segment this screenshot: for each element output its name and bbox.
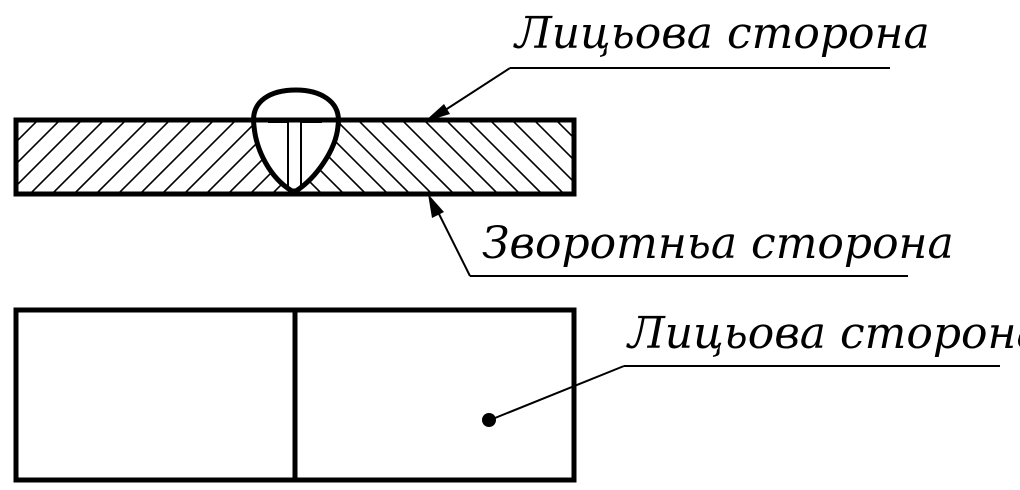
hatch-line	[335, 120, 411, 194]
hatch-line	[139, 120, 215, 194]
weld-bead	[251, 87, 341, 194]
hatch-line	[379, 120, 455, 194]
face-side-arrowhead	[424, 104, 450, 122]
hatch-line	[357, 120, 433, 194]
hatch-line	[51, 120, 127, 194]
reverse-side-leader	[428, 194, 908, 277]
hatch-line	[423, 120, 499, 194]
hatch-line	[73, 120, 149, 194]
hatch-line	[445, 120, 521, 194]
reverse-side-label: Зворотньа сторона	[482, 218, 954, 269]
hatch-line	[95, 120, 171, 194]
leader-dot	[482, 413, 496, 427]
weld-plan-view	[13, 307, 577, 483]
reverse-side-arrowhead	[428, 194, 444, 218]
left-plate-hatching	[16, 120, 284, 194]
hatch-line	[16, 120, 61, 166]
hatch-line	[16, 120, 39, 144]
face-side-leader	[424, 67, 890, 122]
hatch-line	[467, 120, 543, 194]
hatch-line	[555, 120, 574, 140]
hatch-line	[249, 158, 284, 194]
face-side-label-top: Лицьова сторона	[513, 8, 930, 59]
hatch-line	[16, 120, 83, 188]
weld-cross-section	[13, 87, 652, 197]
hatch-line	[161, 120, 237, 194]
hatch-line	[117, 120, 193, 194]
hatch-line	[401, 120, 477, 194]
face-side-label-bottom: Лицьова сторона	[626, 308, 1020, 359]
hatch-line	[29, 120, 105, 194]
plate-outline	[13, 117, 577, 197]
hatch-line	[578, 120, 652, 194]
face-side-leader-bottom	[482, 365, 1000, 427]
hatch-line	[533, 120, 574, 162]
hatch-line	[183, 120, 259, 194]
hatch-line	[489, 120, 565, 194]
